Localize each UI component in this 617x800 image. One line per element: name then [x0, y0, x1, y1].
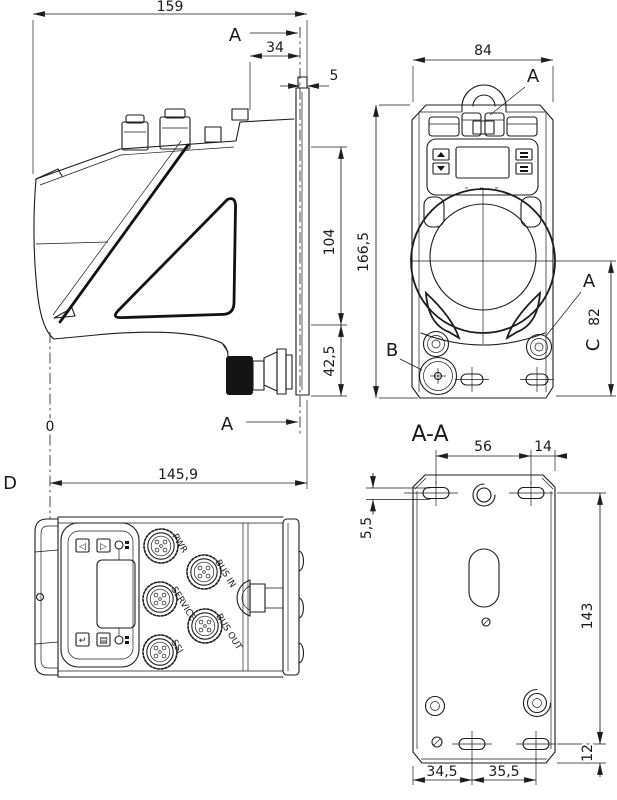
dim-height-upper: 104	[322, 229, 338, 256]
side-connector-1	[121, 114, 149, 151]
screw-right	[525, 333, 553, 361]
control-panel: ◁ ▷ ↵ ▤	[60, 522, 140, 668]
section-top-slots	[404, 481, 553, 506]
mounting-flange	[295, 76, 310, 396]
dim-bottom-offset: 12	[580, 744, 596, 762]
section-label-a-bottom: A	[221, 414, 234, 435]
dim-height-total: 166,5	[356, 232, 372, 272]
eyelet-bottom	[236, 579, 283, 617]
dim-slot-spacing: 56	[474, 439, 492, 455]
dim-height-lower: 42,5	[322, 345, 338, 376]
section-view: A-A	[357, 422, 606, 785]
section-small-screw	[481, 617, 491, 627]
section-title: A-A	[411, 422, 448, 447]
dim-base-length: 145,9	[158, 467, 198, 483]
label-a-screw: A	[583, 271, 596, 292]
connector-pwr	[143, 528, 179, 564]
dim-connector-offset: 34	[266, 40, 284, 56]
hook-right	[505, 290, 542, 341]
side-window	[113, 197, 237, 320]
display	[96, 559, 136, 629]
connector-ssi	[142, 634, 178, 670]
dim-bottom-left: 34,5	[426, 764, 457, 780]
dim-flange-thickness: 5	[330, 68, 339, 84]
section-top-screw	[472, 483, 496, 507]
zero-reference: 0	[46, 419, 55, 435]
side-connector-3	[204, 126, 222, 143]
right-arrow-icon: ▷	[100, 542, 107, 552]
section-ring-left	[424, 695, 446, 717]
lifting-eyelet	[461, 84, 507, 113]
side-connector-2	[159, 108, 191, 150]
connector-label-ssi: SSI	[168, 638, 184, 655]
section-ring-right	[522, 688, 552, 718]
enter-icon: ↵	[79, 636, 87, 646]
front-ear-left	[423, 196, 445, 228]
datum-c: C	[583, 339, 604, 352]
button-left-arrow: ◁	[75, 538, 90, 553]
led-bottom	[114, 628, 129, 645]
front-ear-right	[520, 196, 542, 228]
connector-bus-out	[187, 608, 223, 644]
connector-label-bus-out: BUS OUT	[213, 612, 243, 652]
datum-d: D	[3, 473, 17, 494]
connector-label-service: SERVICE	[168, 585, 197, 623]
front-plate	[411, 104, 554, 399]
front-slots	[455, 367, 554, 392]
front-control-panel	[426, 138, 539, 196]
front-view: 84 A	[354, 41, 616, 399]
hook-left	[424, 290, 461, 341]
section-oval-hole	[468, 548, 500, 608]
edit-icon: ▤	[99, 636, 108, 646]
left-arrow-icon: ◁	[79, 542, 86, 552]
section-label-a-top: A	[229, 25, 242, 46]
dim-center-to-bottom: 82	[587, 308, 603, 326]
boss-b	[418, 356, 458, 396]
button-enter: ↵	[75, 632, 90, 647]
lens	[410, 188, 556, 344]
dim-hole-spacing: 143	[580, 603, 596, 630]
button-right-arrow: ▷	[96, 538, 111, 553]
front-connector-caps	[428, 112, 538, 137]
connector-bus-in	[186, 554, 222, 590]
bottom-housing	[57, 516, 284, 678]
dim-slot-to-edge: 14	[534, 439, 552, 455]
button-edit: ▤	[96, 632, 111, 647]
led-top	[114, 540, 129, 560]
section-slashed-screw	[431, 736, 443, 748]
dim-overall-length: 159	[157, 0, 184, 15]
cable-gland	[221, 342, 293, 395]
dim-width: 84	[474, 43, 492, 59]
side-block	[231, 108, 249, 121]
screw-left	[422, 330, 450, 358]
front-display	[455, 146, 510, 179]
side-body-left	[33, 178, 229, 353]
section-plate	[412, 474, 556, 764]
side-view: 159 A 34 5	[1, 0, 347, 519]
label-a-eyelet: A	[527, 66, 540, 87]
end-cap	[34, 518, 59, 676]
dim-bottom-right: 35,5	[488, 764, 519, 780]
plate-edge	[282, 518, 305, 676]
label-b: B	[386, 340, 398, 361]
bottom-view: ◁ ▷ ↵ ▤	[34, 516, 305, 678]
dim-slot-height: 5,5	[359, 517, 375, 539]
connector-service	[142, 581, 178, 617]
section-bottom-slots	[452, 731, 556, 758]
